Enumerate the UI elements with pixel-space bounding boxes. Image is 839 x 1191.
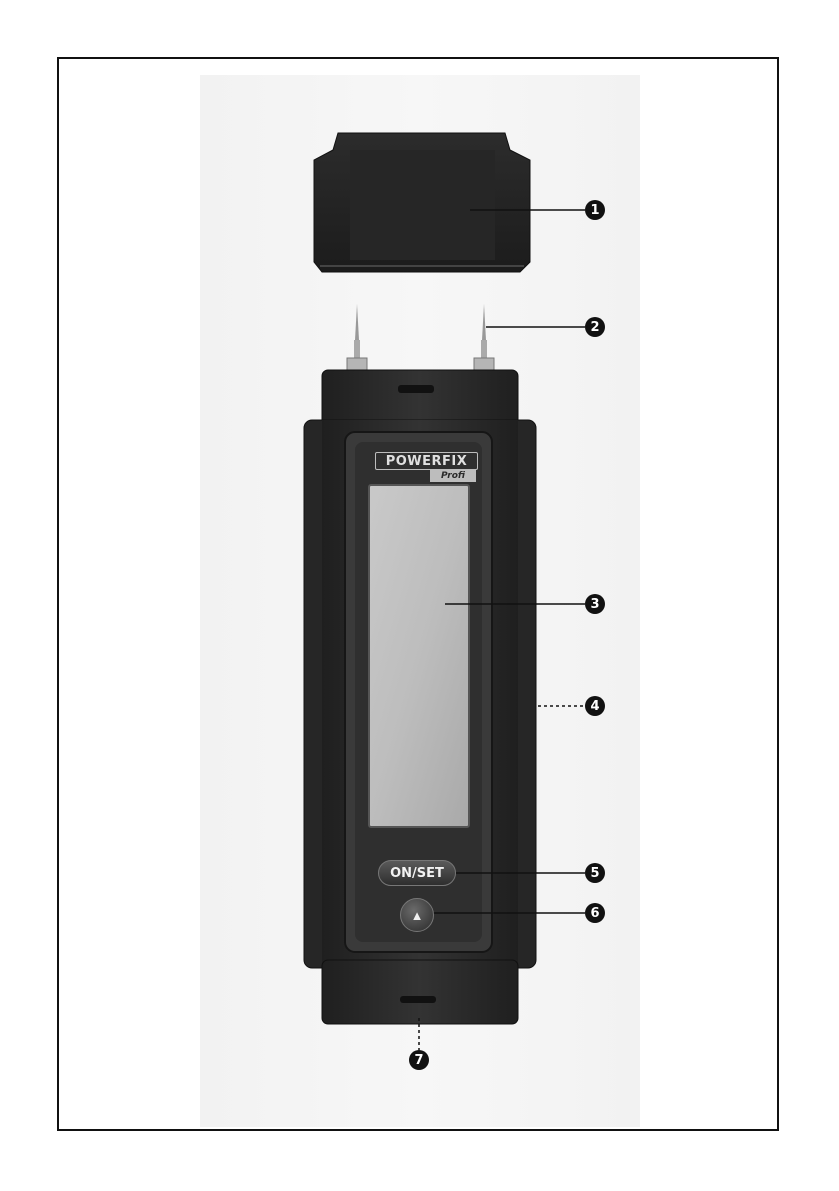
callout-1: 1	[585, 200, 605, 220]
brand-sub-logo: Profi	[430, 470, 476, 482]
measuring-pins	[347, 304, 494, 372]
callout-3: 3	[585, 594, 605, 614]
light-button[interactable]: ▲	[400, 898, 434, 932]
bulb-icon: ▲	[411, 908, 424, 923]
callout-4: 4	[585, 696, 605, 716]
protective-cap	[314, 133, 530, 272]
callout-5: 5	[585, 863, 605, 883]
callout-7: 7	[409, 1050, 429, 1070]
callout-6: 6	[585, 903, 605, 923]
on-set-button[interactable]: ON/SET	[378, 860, 456, 886]
callout-2: 2	[585, 317, 605, 337]
brand-logo: POWERFIX	[375, 452, 478, 470]
